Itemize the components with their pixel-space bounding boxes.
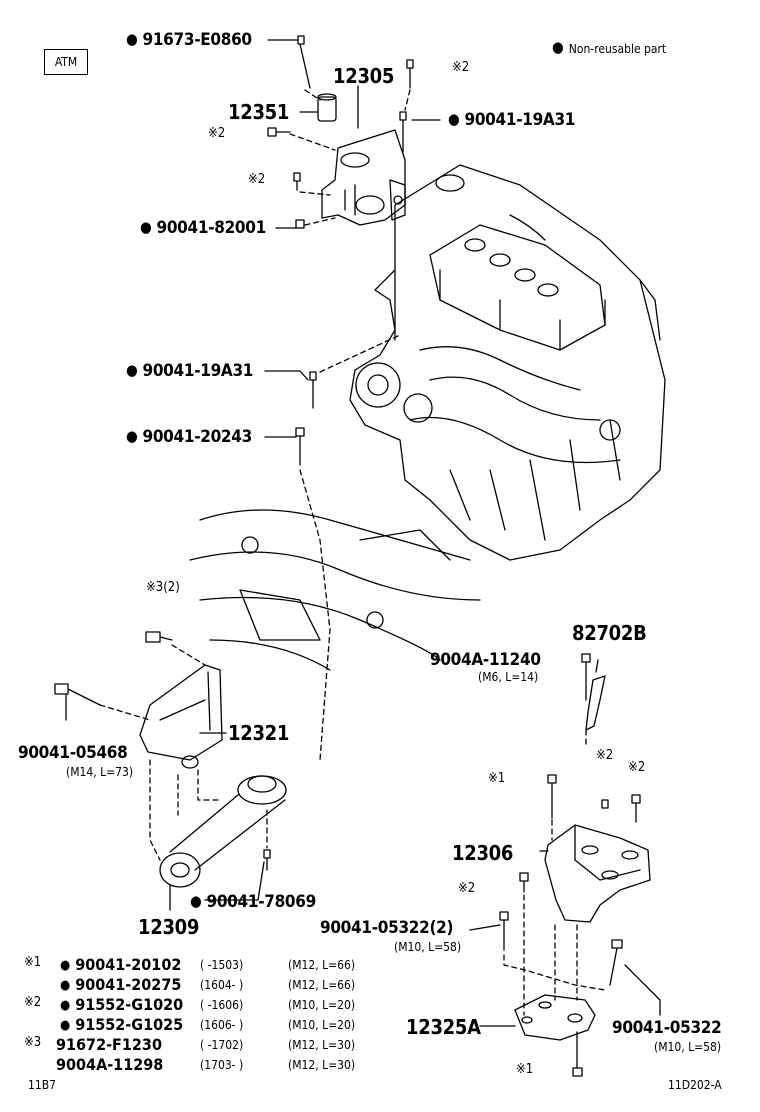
label-90041-05468: 90041-05468 — [18, 743, 128, 763]
footer-right-code: 11D202-A — [668, 1078, 722, 1092]
legend-range: ( -1606) — [200, 998, 244, 1012]
bracket-12321 — [139, 664, 223, 769]
legend-range: (1606- ) — [200, 1018, 244, 1032]
guide-lines-right — [503, 819, 606, 1016]
legend-range: (1703- ) — [200, 1058, 244, 1072]
label-12309: 12309 — [138, 915, 200, 939]
legend-part: 91552-G1020 — [60, 995, 183, 1014]
mark-2-lower: ※2 — [458, 881, 476, 896]
legend-spec: (M12, L=30) — [288, 1038, 356, 1052]
guide-lines-top — [289, 89, 411, 761]
label-90041-19a31-top: 90041-19A31 — [448, 110, 575, 130]
bolts-top — [267, 35, 414, 466]
floor-panel — [189, 509, 481, 671]
engine-mount-rh — [321, 129, 406, 226]
mark-1-lower: ※1 — [516, 1062, 534, 1077]
leader-lines — [65, 39, 661, 1027]
legend-spec: (M10, L=20) — [288, 998, 356, 1012]
legend-spec: (M10, L=20) — [288, 1018, 356, 1032]
label-90041-78069: 90041-78069 — [190, 892, 316, 912]
legend-part: 90041-20275 — [60, 975, 181, 994]
legend-part: 91552-G1025 — [60, 1015, 183, 1034]
engine-block — [349, 164, 666, 561]
spec-90041-05322-2: (M10, L=58) — [394, 940, 462, 954]
label-9004a-11240: 9004A-11240 — [430, 650, 541, 670]
label-90041-82001: 90041-82001 — [140, 218, 266, 238]
mark-1-upper: ※1 — [488, 771, 506, 786]
footer-left-code: 11B7 — [28, 1078, 57, 1092]
spec-9004a-11240: (M6, L=14) — [478, 670, 539, 684]
spec-90041-05468: (M14, L=73) — [66, 765, 134, 779]
spec-90041-05322: (M10, L=58) — [654, 1040, 722, 1054]
mark-3-2: ※3(2) — [146, 580, 180, 595]
bushing-12351 — [317, 93, 337, 122]
transmission-mount-12306 — [544, 824, 651, 923]
mark-2-left: ※2 — [208, 126, 226, 141]
legend-spec: (M12, L=30) — [288, 1058, 356, 1072]
bolts-left — [54, 631, 173, 706]
legend-mark: ※3 — [24, 1035, 42, 1050]
legend-mark: ※1 — [24, 955, 42, 970]
label-90041-19a31-mid: 90041-19A31 — [126, 361, 253, 381]
mark-2-mid: ※2 — [248, 172, 266, 187]
mark-2-right-b: ※2 — [628, 760, 646, 775]
atm-badge: ATM — [44, 49, 88, 75]
legend-spec: (M12, L=66) — [288, 978, 356, 992]
legend-range: ( -1503) — [200, 958, 244, 972]
mount-12325a — [514, 994, 596, 1041]
legend-spec: (M12, L=66) — [288, 958, 356, 972]
bolts-right — [499, 774, 641, 1077]
label-90041-05322: 90041-05322 — [612, 1018, 722, 1038]
label-90041-05322-2: 90041-05322(2) — [320, 918, 454, 938]
legend-part: 91672-F1230 — [56, 1035, 162, 1054]
label-12351: 12351 — [228, 100, 290, 124]
mark-2-top: ※2 — [452, 60, 470, 75]
label-12305: 12305 — [333, 64, 395, 88]
label-91673-e0860: 91673-E0860 — [126, 30, 252, 50]
label-12306: 12306 — [452, 841, 514, 865]
mark-2-right-a: ※2 — [596, 748, 614, 763]
legend-range: ( -1702) — [200, 1038, 244, 1052]
legend-range: (1604- ) — [200, 978, 244, 992]
torque-rod-12309 — [159, 775, 287, 888]
legend-mark: ※2 — [24, 995, 42, 1010]
legend-part: 90041-20102 — [60, 955, 181, 974]
non-reusable-note: Non-reusable part — [552, 38, 666, 56]
label-82702b: 82702B — [572, 621, 647, 645]
label-12321: 12321 — [228, 721, 290, 745]
guide-lines-left — [99, 644, 223, 861]
label-12325a: 12325A — [406, 1015, 481, 1039]
legend-part: 9004A-11298 — [56, 1055, 164, 1074]
label-90041-20243: 90041-20243 — [126, 427, 252, 447]
bracket-82702b — [581, 653, 606, 749]
